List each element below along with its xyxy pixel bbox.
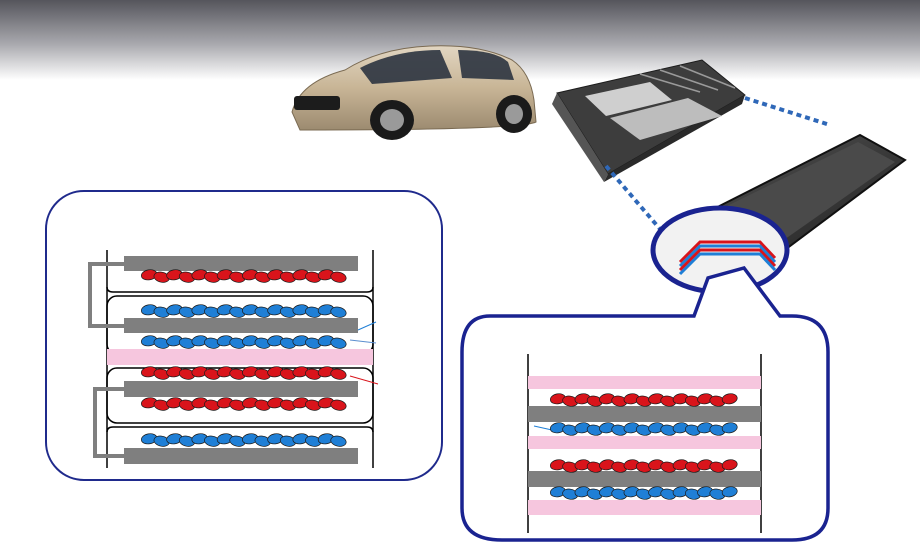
negative-electrode-layer <box>550 486 738 500</box>
tab-connector <box>88 262 124 328</box>
current-collector <box>528 406 761 422</box>
connector-dotted-lines <box>604 96 831 238</box>
positive-electrode-layer <box>141 397 347 411</box>
current-collector <box>124 448 358 464</box>
positive-electrode-layer <box>141 269 347 283</box>
positive-electrode-layer <box>550 459 738 473</box>
battery-pack-photo <box>552 59 746 182</box>
negative-electrode-layer <box>141 433 347 447</box>
negative-electrode-layer <box>141 335 347 349</box>
current-collector <box>124 318 358 333</box>
current-collector <box>124 381 358 397</box>
separator-layer <box>528 436 761 449</box>
vehicle-photo <box>291 45 537 140</box>
current-collector <box>124 256 358 271</box>
separator-layer <box>528 376 761 389</box>
negative-electrode-layer <box>141 304 347 318</box>
separator-layer <box>528 500 761 515</box>
current-collector <box>528 471 761 487</box>
positive-electrode-layer <box>141 366 347 380</box>
positive-electrode-layer <box>550 393 738 407</box>
right-stack <box>527 354 762 533</box>
separator-layer <box>107 349 373 365</box>
left-stack <box>88 250 379 468</box>
tab-connector <box>93 387 124 458</box>
negative-electrode-layer <box>550 422 738 436</box>
